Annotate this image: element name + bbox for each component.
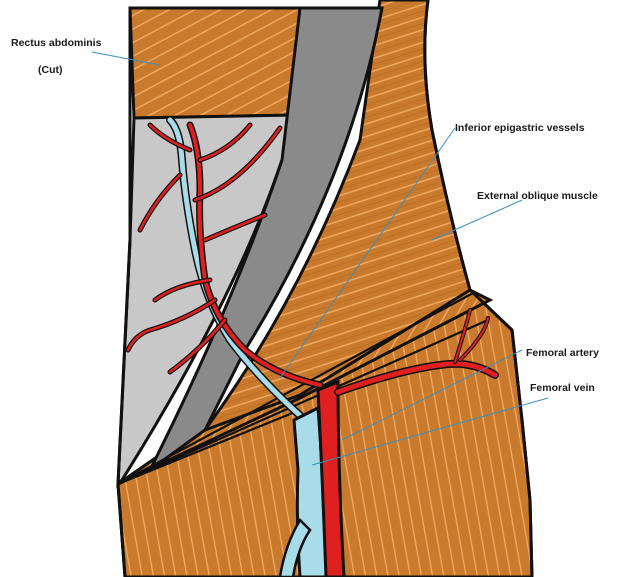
rectus-abdominis <box>130 8 300 118</box>
label-external-oblique: External oblique muscle <box>477 190 598 202</box>
label-femoral-vein: Femoral vein <box>530 382 595 394</box>
label-femoral-artery: Femoral artery <box>526 347 599 359</box>
label-rectus-abdominis: Rectus abdominis <box>11 37 102 49</box>
label-inferior-epigastric: Inferior epigastric vessels <box>455 122 585 134</box>
label-rectus-cut: (Cut) <box>38 64 63 76</box>
